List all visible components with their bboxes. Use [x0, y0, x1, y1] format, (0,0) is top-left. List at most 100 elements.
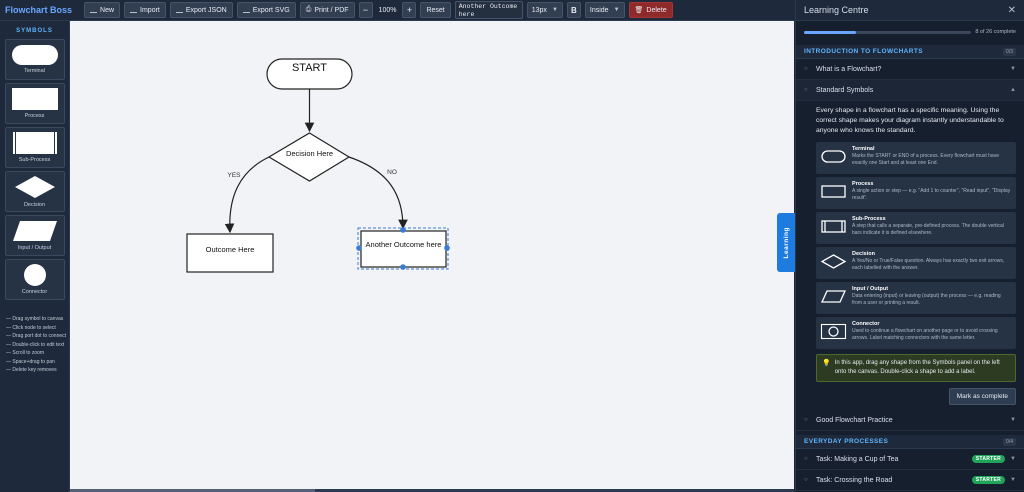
symbols-title: SYMBOLS [16, 28, 53, 34]
section-title: EVERYDAY PROCESSES [804, 438, 889, 445]
reset-button[interactable]: Reset [420, 2, 451, 18]
panel-title: Learning Centre [804, 5, 869, 15]
subprocess-icon [821, 220, 846, 233]
chevron-down-icon: ▼ [551, 7, 558, 13]
task-crossing-road[interactable]: ○ Task: Crossing the Road STARTER ▼ [796, 470, 1024, 491]
lesson-label: What is a Flowchart? [816, 65, 882, 73]
hint: — Click node to select [6, 324, 56, 331]
flowchart-diagram: START Decision Here YES NO Outcome Here [186, 58, 450, 273]
section-count: 0/4 [1003, 437, 1016, 446]
lightbulb-icon: 💡 [822, 360, 831, 367]
lesson-content: Every shape in a flowchart has a specifi… [796, 101, 1024, 405]
section-everyday[interactable]: EVERYDAY PROCESSES 0/4 [796, 435, 1024, 449]
port-bottom[interactable] [400, 264, 406, 270]
toolbar: Flowchart Boss New Import Export JSON Ex… [0, 0, 795, 21]
yes-label: YES [227, 172, 241, 179]
export-json-label: Export JSON [185, 6, 227, 14]
connector-no[interactable] [348, 156, 408, 230]
hint: — Space+drag to pan [6, 358, 55, 365]
symbol-subprocess[interactable]: Sub-Process [4, 127, 65, 168]
lesson-good-practice[interactable]: ○ Good Flowchart Practice ▼ [796, 410, 1024, 431]
start-node[interactable]: START [266, 58, 353, 90]
lesson-label: Good Flowchart Practice [816, 416, 893, 424]
bold-button[interactable]: B [566, 2, 581, 18]
symbol-label: Process [24, 113, 45, 119]
font-size-value: 13px [531, 6, 547, 14]
symbol-input-output[interactable]: Input / Output [4, 215, 65, 256]
section-count: 0/3 [1003, 47, 1016, 56]
outcome-node-1-label: Outcome Here [206, 245, 255, 254]
trash-icon: 🗑 [634, 7, 644, 14]
port-top[interactable] [400, 227, 406, 233]
symbols-panel: SYMBOLS Terminal Process Sub-Process Dec… [0, 21, 70, 492]
progress-text: 8 of 26 complete [975, 29, 1016, 35]
progress: 8 of 26 complete [796, 21, 1024, 41]
symbol-label: Decision [23, 202, 46, 208]
decision-icon [820, 254, 847, 269]
task-label: Task: Making a Cup of Tea [816, 455, 899, 463]
delete-button[interactable]: 🗑Delete [628, 2, 673, 18]
zoom-in-button[interactable]: + [402, 2, 417, 18]
label-position-select[interactable]: Inside▼ [584, 2, 625, 18]
zoom-out-button[interactable]: − [358, 2, 373, 18]
decision-node[interactable]: Decision Here [267, 132, 351, 182]
lesson-label: Standard Symbols [816, 86, 874, 94]
mark-complete-button[interactable]: Mark as complete [948, 388, 1016, 405]
port-left[interactable] [356, 245, 362, 251]
symbol-name: Terminal [852, 146, 875, 152]
scrollbar-thumb[interactable] [70, 489, 315, 492]
section-intro[interactable]: INTRODUCTION TO FLOWCHARTS 0/3 [796, 45, 1024, 59]
zoom-level: 100% [378, 6, 397, 14]
symbol-label: Terminal [24, 68, 45, 74]
port-right[interactable] [444, 245, 450, 251]
outcome-node-2-label: Another Outcome here [366, 240, 442, 249]
close-icon[interactable]: ✕ [1007, 4, 1016, 16]
learning-centre-panel: Learning Centre ✕ 8 of 26 complete INTRO… [795, 0, 1024, 492]
usage-hints: — Drag symbol to canvas — Click node to … [6, 315, 69, 375]
symbol-name: Input / Output [852, 286, 889, 292]
symbol-connector[interactable]: Connector [4, 259, 65, 300]
task-cup-of-tea[interactable]: ○ Task: Making a Cup of Tea STARTER ▼ [796, 449, 1024, 470]
symbol-desc: A Yes/No or True/False question. Always … [852, 258, 1005, 271]
print-button[interactable]: ⎙Print / PDF [299, 2, 355, 18]
delete-button-label: Delete [646, 6, 667, 14]
new-button[interactable]: New [84, 2, 121, 18]
chevron-down-icon: ▼ [1010, 417, 1016, 423]
outcome-node-1[interactable]: Outcome Here [186, 233, 274, 273]
panel-header: Learning Centre ✕ [796, 0, 1024, 21]
export-svg-icon [242, 8, 250, 13]
symbol-process[interactable]: Process [4, 83, 65, 124]
decision-shape-icon [14, 176, 55, 198]
lesson-what-is-flowchart[interactable]: ○ What is a Flowchart? ▼ [796, 59, 1024, 80]
new-button-label: New [100, 6, 115, 14]
lesson-standard-symbols[interactable]: ○ Standard Symbols ▲ [796, 80, 1024, 101]
process-shape-icon [11, 88, 58, 110]
bullet-icon: ○ [804, 456, 808, 462]
print-button-label: Print / PDF [314, 6, 349, 14]
symbol-terminal[interactable]: Terminal [4, 39, 65, 80]
process-icon [821, 185, 846, 198]
terminal-icon [821, 150, 846, 163]
node-label-input[interactable]: Another Outcome here [454, 1, 523, 19]
import-button[interactable]: Import [124, 2, 166, 18]
section-title: INTRODUCTION TO FLOWCHARTS [804, 48, 923, 55]
font-size-select[interactable]: 13px ▼ [526, 2, 563, 18]
canvas-scrollbar[interactable] [70, 489, 794, 492]
export-json-button[interactable]: Export JSON [169, 2, 233, 18]
symbol-decision[interactable]: Decision [4, 171, 65, 212]
symbol-label: Input / Output [17, 245, 52, 251]
export-svg-button[interactable]: Export SVG [236, 2, 296, 18]
flowchart-canvas[interactable]: START Decision Here YES NO Outcome Here [70, 21, 794, 489]
import-button-label: Import [140, 6, 160, 14]
symbol-name: Sub-Process [852, 216, 886, 222]
outcome-node-2[interactable]: Another Outcome here [356, 227, 450, 270]
learning-tab[interactable]: Learning [777, 213, 795, 272]
hint: — Double-click to edit text [6, 341, 65, 348]
export-json-icon [175, 8, 183, 13]
connector-yes[interactable] [224, 156, 270, 234]
bullet-icon: ○ [804, 477, 808, 483]
